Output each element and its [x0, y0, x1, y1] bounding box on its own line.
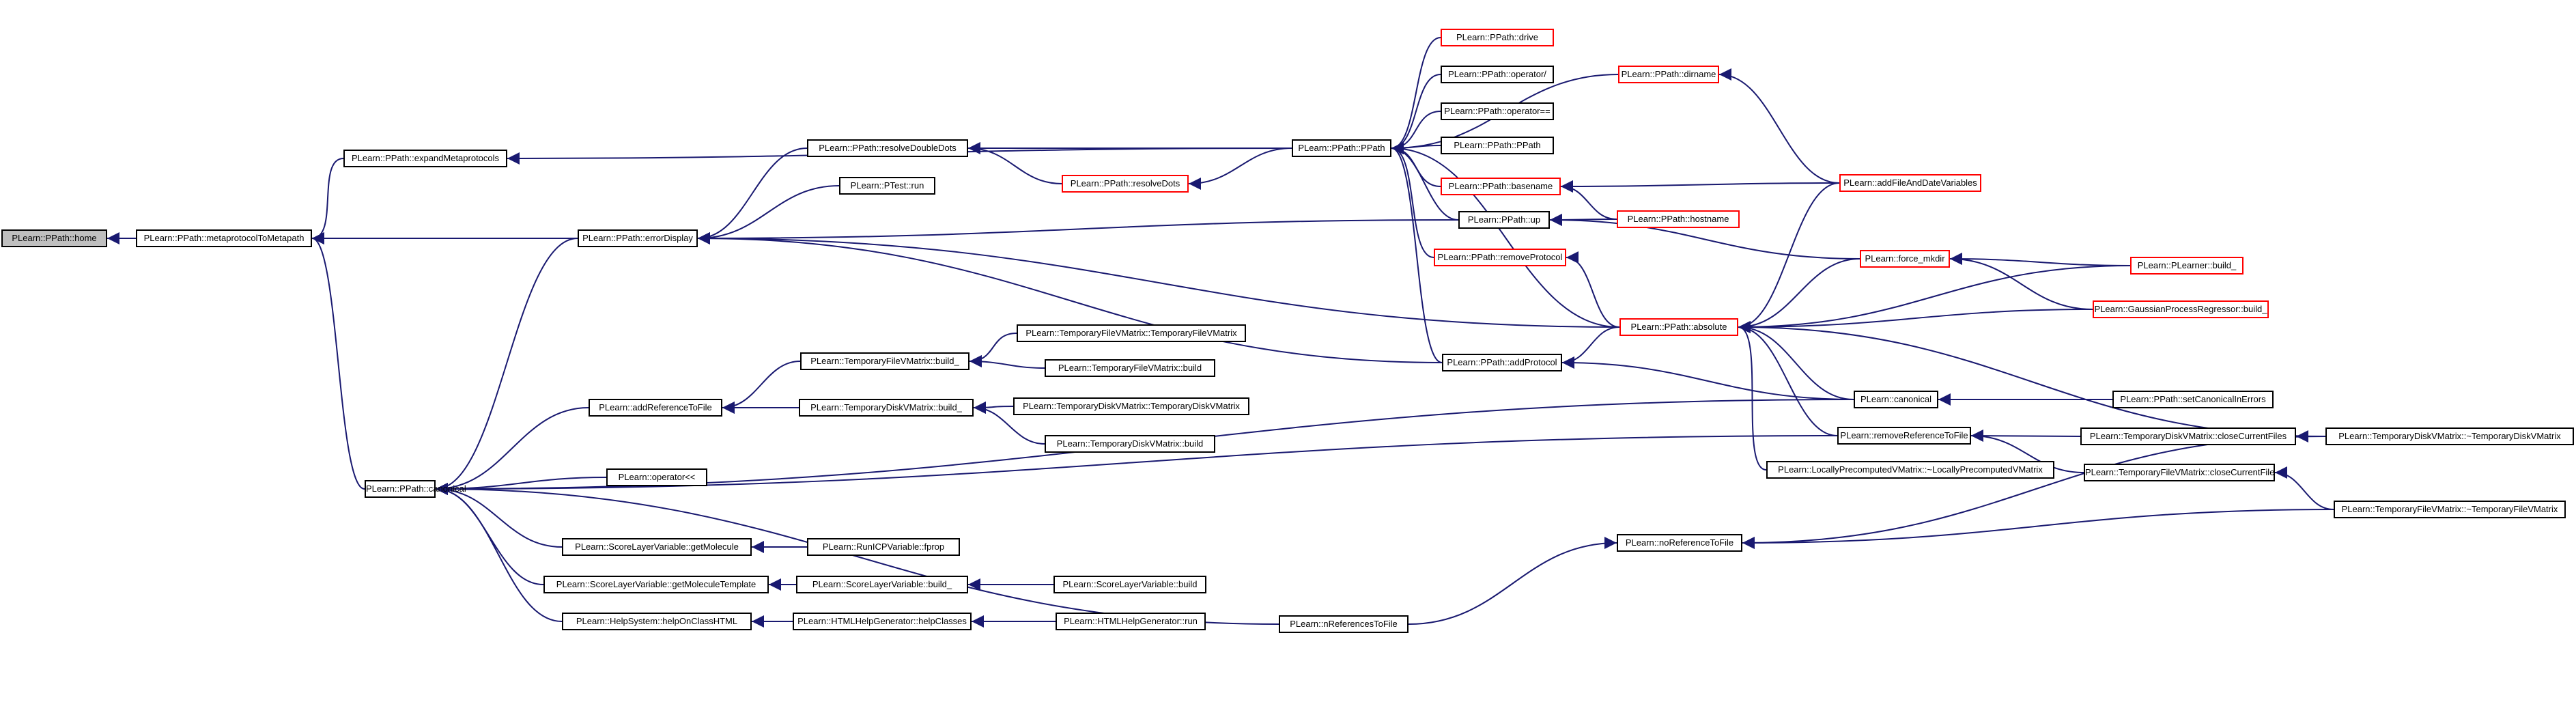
node-help-classes[interactable]: PLearn::HTMLHelpGenerator::helpClasses [793, 613, 972, 630]
node-tdvm-ctor[interactable]: PLearn::TemporaryDiskVMatrix::TemporaryD… [1013, 397, 1249, 415]
edge-absolute-to-addProtocol [1561, 326, 1620, 369]
edge-absolute-to-errorDisplay [697, 232, 1620, 328]
node-up[interactable]: PLearn::PPath::up [1458, 211, 1550, 229]
edge-tfvmBuild_-to-addRef [722, 361, 801, 414]
node-path-ctor[interactable]: PLearn::PPath::PPath [1292, 139, 1391, 157]
edge-hostname-to-basename [1560, 180, 1617, 220]
node-tfvm-close[interactable]: PLearn::TemporaryFileVMatrix::closeCurre… [2084, 464, 2275, 481]
node-tdvm-build-[interactable]: PLearn::TemporaryDiskVMatrix::build_ [799, 399, 974, 417]
node-slv-build-[interactable]: PLearn::ScoreLayerVariable::build_ [796, 576, 968, 593]
node-ptest-run[interactable]: PLearn::PTest::run [839, 177, 935, 195]
node-no-ref[interactable]: PLearn::noReferenceToFile [1617, 534, 1742, 552]
node-lpvm-dtor[interactable]: PLearn::LocallyPrecomputedVMatrix::~Loca… [1766, 461, 2054, 479]
node-drive[interactable]: PLearn::PPath::drive [1441, 29, 1554, 46]
node-tfvm-build-[interactable]: PLearn::TemporaryFileVMatrix::build_ [800, 352, 969, 370]
edge-addFileDate-to-basename [1560, 180, 1840, 193]
edge-tfvmClose-to-removeRef [1970, 430, 2084, 473]
edge-tdvmBuild-to-tdvmBuild_ [973, 402, 1045, 445]
node-tfvm-ctor[interactable]: PLearn::TemporaryFileVMatrix::TemporaryF… [1017, 324, 1246, 342]
edge-expandMeta-to-metaToMeta [311, 158, 344, 244]
edge-gpBuild-to-absolute [1738, 309, 2093, 333]
node-op-eq[interactable]: PLearn::PPath::operator== [1441, 102, 1554, 120]
edge-up-to-errorDisplay [697, 219, 1459, 244]
edge-removeProtocol-to-pathCtor [1391, 142, 1434, 258]
edge-tfvmBuild-to-tfvmBuild_ [969, 355, 1045, 369]
node-slv-build[interactable]: PLearn::ScoreLayerVariable::build [1053, 576, 1206, 593]
node-tdvm-close[interactable]: PLearn::TemporaryDiskVMatrix::closeCurre… [2080, 427, 2296, 445]
node-help-run[interactable]: PLearn::HTMLHelpGenerator::run [1056, 613, 1206, 630]
node-op-shl[interactable]: PLearn::operator<< [606, 468, 707, 486]
edge-errorDisplay-to-canonicalPP [435, 238, 578, 495]
node-resolve-dd[interactable]: PLearn::PPath::resolveDoubleDots [807, 139, 968, 157]
edge-forceMkdir-to-absolute [1738, 258, 1860, 333]
edge-addFileDate-to-absolute [1738, 182, 1840, 333]
node-error-display[interactable]: PLearn::PPath::errorDisplay [578, 229, 698, 247]
node-home[interactable]: PLearn::PPath::home [1, 229, 107, 247]
edge-absolute-to-pathCtor [1391, 142, 1620, 328]
node-absolute[interactable]: PLearn::PPath::absolute [1619, 318, 1738, 336]
edge-removeRef-to-absolute [1738, 321, 1838, 436]
node-remove-ref[interactable]: PLearn::removeReferenceToFile [1837, 427, 1971, 445]
node-run-fprop[interactable]: PLearn::RunICPVariable::fprop [807, 538, 960, 556]
node-slv-get-mol[interactable]: PLearn::ScoreLayerVariable::getMolecule [562, 538, 752, 556]
edge-opEq-to-pathCtor [1391, 111, 1441, 154]
edge-tfvmDtor-to-noRef [1742, 509, 2334, 549]
node-path-ctor2[interactable]: PLearn::PPath::PPath [1441, 137, 1554, 154]
node-slv-get-mol-t[interactable]: PLearn::ScoreLayerVariable::getMoleculeT… [543, 576, 769, 593]
node-add-file-date[interactable]: PLearn::addFileAndDateVariables [1839, 174, 1981, 192]
node-expand-meta[interactable]: PLearn::PPath::expandMetaprotocols [343, 150, 507, 167]
edge-tfvmCtor-to-tfvmBuild_ [969, 333, 1017, 367]
node-remove-protocol[interactable]: PLearn::PPath::removeProtocol [1434, 249, 1566, 266]
node-meta-to-meta[interactable]: PLearn::PPath::metaprotocolToMetapath [136, 229, 312, 247]
edge-addRef-to-canonicalPP [435, 407, 589, 495]
edge-gpBuild-to-forceMkdir [1949, 253, 2093, 310]
edge-canonicalPP-to-metaToMeta [311, 232, 365, 490]
node-n-refs[interactable]: PLearn::nReferencesToFile [1279, 615, 1409, 633]
edge-ptestRun-to-errorDisplay [697, 185, 840, 244]
edge-tfvmDtor-to-tfvmClose [2274, 466, 2334, 510]
edge-addProtocol-to-errorDisplay [697, 232, 1443, 363]
node-basename[interactable]: PLearn::PPath::basename [1441, 178, 1561, 195]
edge-absolute-to-removeProtocol [1566, 251, 1620, 328]
node-plearner-build[interactable]: PLearn::PLearner::build_ [2130, 257, 2244, 275]
edge-plearnerBuild-to-forceMkdir [1949, 253, 2131, 266]
node-gp-build[interactable]: PLearn::GaussianProcessRegressor::build_ [2093, 300, 2269, 318]
node-help-on-class[interactable]: PLearn::HelpSystem::helpOnClassHTML [562, 613, 752, 630]
edge-tdvmDtor-to-absolute [1738, 321, 2326, 437]
node-dirname[interactable]: PLearn::PPath::dirname [1618, 66, 1719, 83]
node-tdvm-dtor[interactable]: PLearn::TemporaryDiskVMatrix::~Temporary… [2325, 427, 2574, 445]
edge-drive-to-pathCtor [1391, 37, 1441, 154]
edge-resolveDots-to-resolveDD [967, 142, 1062, 184]
node-tfvm-dtor[interactable]: PLearn::TemporaryFileVMatrix::~Temporary… [2334, 501, 2566, 518]
edge-helpOnClass-to-canonicalPP [435, 483, 563, 622]
edge-pathCtor-to-resolveDots [1188, 148, 1292, 190]
edge-addFileDate-to-dirname [1718, 68, 1840, 184]
edge-plearnerBuild-to-absolute [1738, 265, 2131, 333]
node-resolve-dots[interactable]: PLearn::PPath::resolveDots [1062, 175, 1189, 193]
edge-forceMkdir-to-up [1549, 214, 1860, 259]
node-add-protocol[interactable]: PLearn::PPath::addProtocol [1442, 354, 1562, 371]
node-hostname[interactable]: PLearn::PPath::hostname [1617, 210, 1740, 228]
edge-resolveDD-to-errorDisplay [697, 148, 808, 244]
node-canonical-fn[interactable]: PLearn::canonical [1854, 391, 1938, 408]
edge-canonicalFn-to-addProtocol [1561, 356, 1854, 400]
edge-slvGetMol-to-canonicalPP [435, 483, 563, 548]
edge-nRefs-to-canonicalPP [435, 483, 1279, 625]
node-add-ref[interactable]: PLearn::addReferenceToFile [589, 399, 722, 417]
edge-opSlash-to-pathCtor [1391, 74, 1441, 154]
node-op-slash[interactable]: PLearn::PPath::operator/ [1441, 66, 1554, 83]
node-tdvm-build[interactable]: PLearn::TemporaryDiskVMatrix::build [1045, 435, 1215, 453]
edge-addProtocol-to-pathCtor [1391, 142, 1443, 363]
node-set-canon-err[interactable]: PLearn::PPath::setCanonicalInErrors [2112, 391, 2274, 408]
node-canonical-pp[interactable]: PLearn::PPath::canonical [365, 480, 466, 498]
node-tfvm-build[interactable]: PLearn::TemporaryFileVMatrix::build [1045, 359, 1215, 377]
edge-nRefs-to-noRef [1408, 537, 1617, 625]
edge-lpvmDtor-to-absolute [1738, 321, 1767, 471]
node-force-mkdir[interactable]: PLearn::force_mkdir [1860, 250, 1950, 268]
edge-canonicalFn-to-absolute [1738, 321, 1854, 400]
